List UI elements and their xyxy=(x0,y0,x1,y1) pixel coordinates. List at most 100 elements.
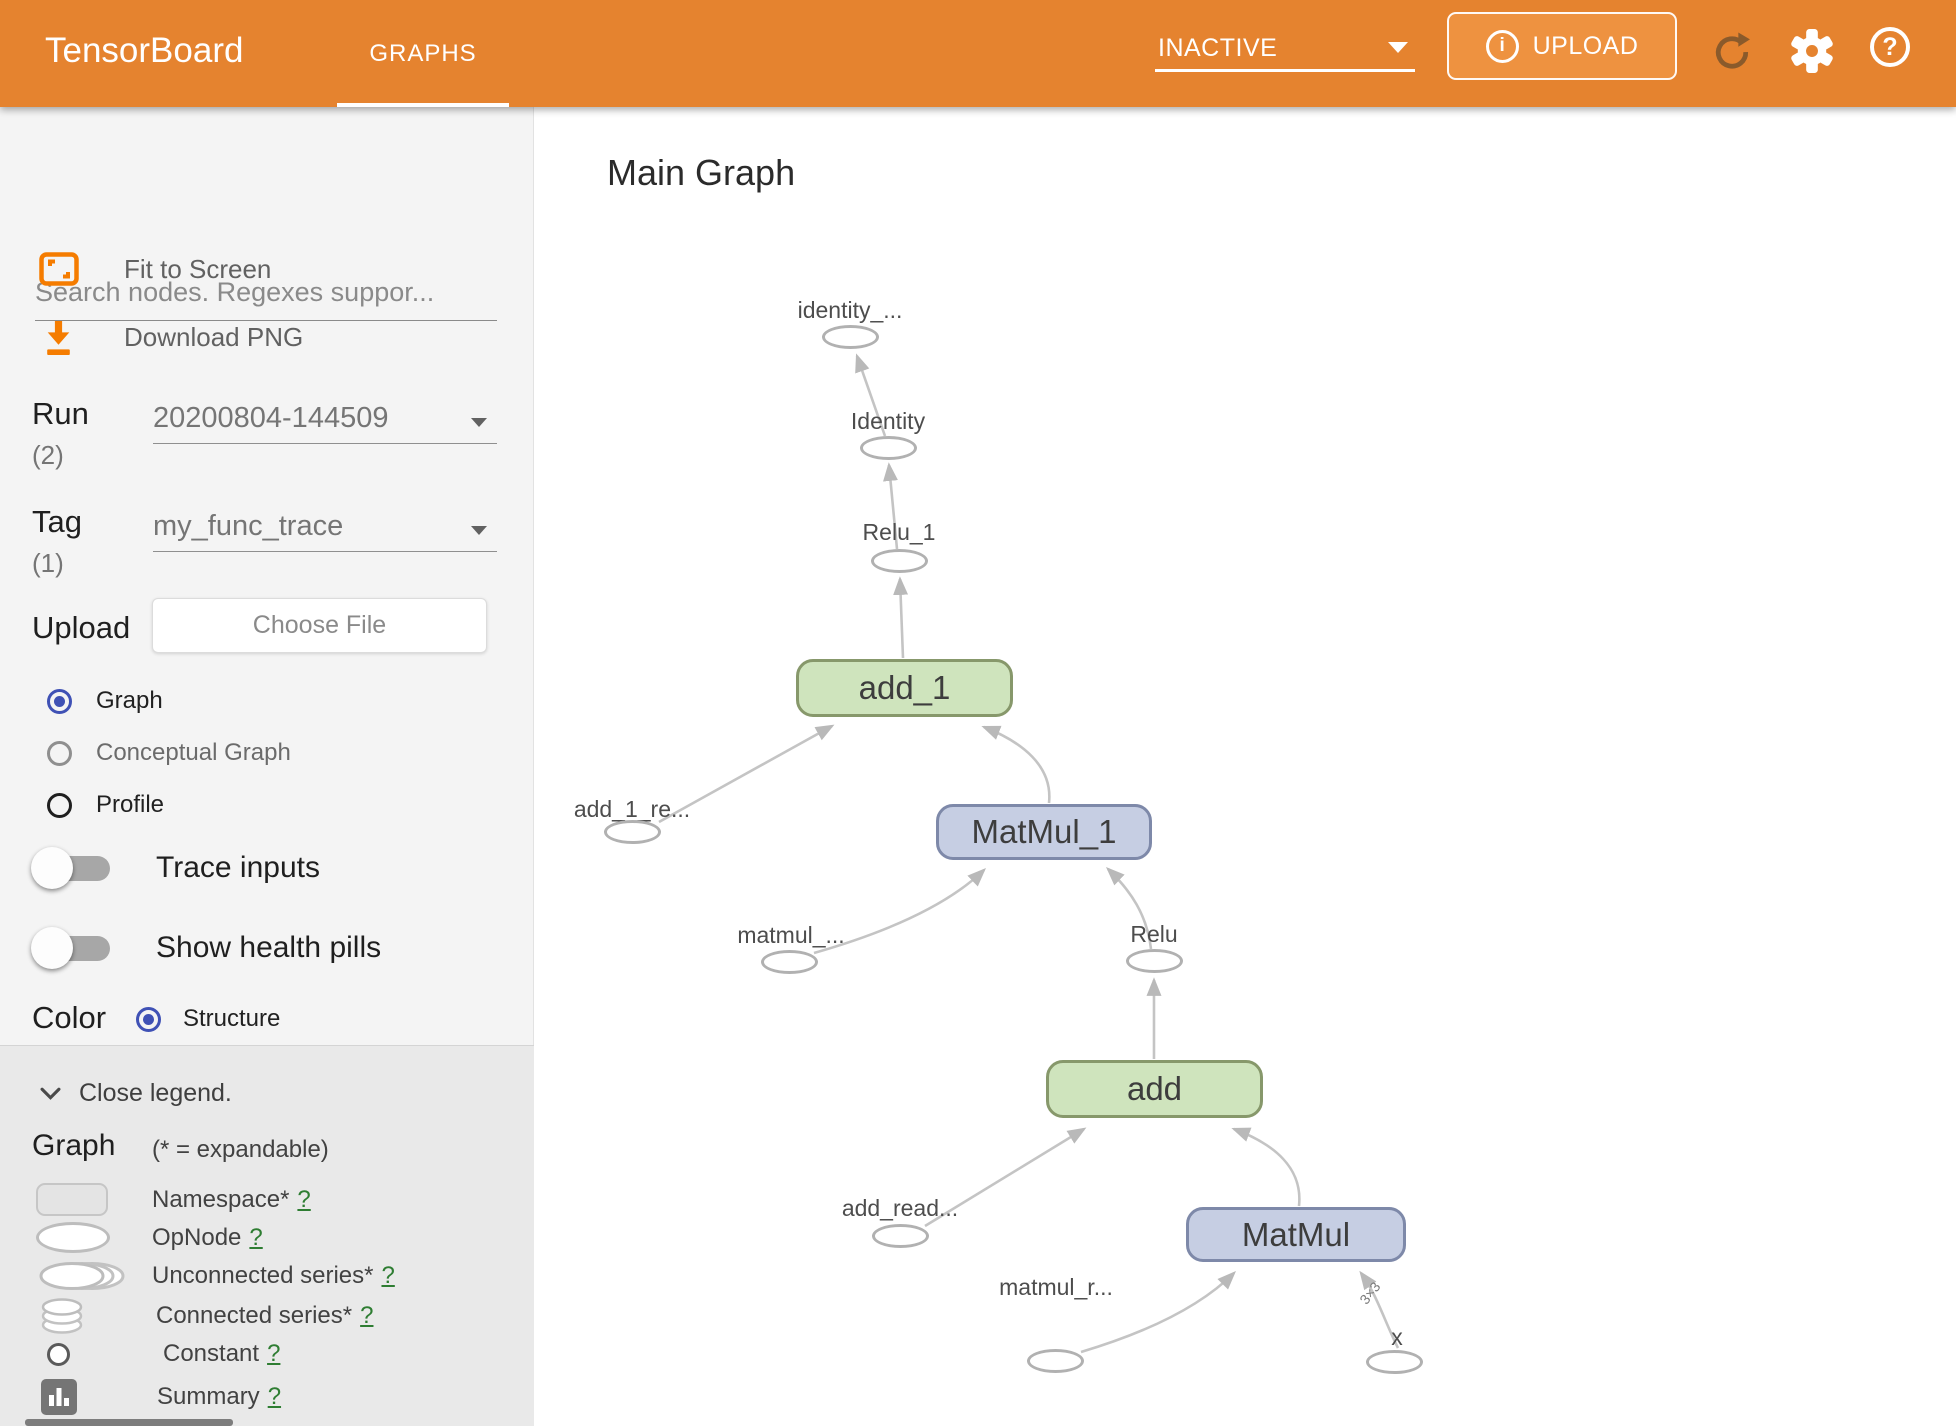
node-label: matmul_r... xyxy=(999,1274,1113,1300)
run-label: Run xyxy=(32,396,89,431)
download-icon xyxy=(47,321,70,355)
refresh-icon-glyph xyxy=(1715,32,1750,69)
help-link[interactable]: ? xyxy=(267,1340,281,1367)
node-label: x xyxy=(1391,1324,1403,1350)
node-label: add_1_re... xyxy=(573,796,691,822)
download-png-button[interactable]: Download PNG xyxy=(43,319,303,356)
legend-item-constant: Constant ? xyxy=(36,1340,516,1368)
app-header: TensorBoard GRAPHS INACTIVE i UPLOAD xyxy=(0,0,1956,107)
tag-dropdown-underline xyxy=(153,551,497,552)
close-legend-button[interactable]: Close legend. xyxy=(40,1079,232,1108)
trace-inputs-toggle[interactable]: Trace inputs xyxy=(31,847,320,889)
help-link[interactable]: ? xyxy=(381,1262,395,1289)
sidebar: Fit to Screen Download PNG Run (2) 20200… xyxy=(0,107,534,1426)
radio-unselected-icon xyxy=(47,740,72,766)
tab-graphs-label: GRAPHS xyxy=(369,39,477,67)
legend-heading: Graph xyxy=(32,1129,116,1162)
opnode-identity-out[interactable] xyxy=(822,325,879,349)
download-png-label: Download PNG xyxy=(124,322,304,352)
toggle-off-icon xyxy=(31,847,143,889)
opnode-identity[interactable] xyxy=(860,436,917,460)
upload-label: Upload xyxy=(32,610,131,645)
color-label: Color xyxy=(32,1000,107,1035)
help-icon[interactable]: ? xyxy=(1870,27,1910,67)
info-icon: i xyxy=(1485,29,1519,63)
chevron-down-icon xyxy=(1388,42,1408,53)
upload-button-label: UPLOAD xyxy=(1532,31,1639,60)
help-link[interactable]: ? xyxy=(249,1223,263,1251)
help-link[interactable]: ? xyxy=(297,1185,311,1213)
tag-count: (1) xyxy=(32,548,64,578)
status-dropdown-value: INACTIVE xyxy=(1158,34,1278,62)
radio-unselected-icon xyxy=(47,792,72,818)
help-link[interactable]: ? xyxy=(267,1383,282,1410)
opnode-matmul-read-2[interactable] xyxy=(1027,1349,1084,1373)
node-label: Relu xyxy=(1130,921,1178,947)
legend-item-opnode: OpNode ? xyxy=(36,1222,516,1253)
radio-graph[interactable]: Graph xyxy=(47,687,163,715)
choose-file-label: Choose File xyxy=(252,611,387,639)
upload-button[interactable]: i UPLOAD xyxy=(1447,12,1677,80)
group-node-add-1[interactable]: add_1 xyxy=(796,659,1013,717)
color-structure-radio[interactable]: Structure xyxy=(136,1005,280,1033)
opnode-add-read[interactable] xyxy=(872,1224,929,1248)
group-node-add[interactable]: add xyxy=(1046,1060,1263,1118)
opnode-add-1-read[interactable] xyxy=(604,820,661,844)
run-dropdown-underline xyxy=(153,443,497,444)
legend-item-summary: Summary ? xyxy=(36,1379,516,1415)
chevron-down-icon xyxy=(471,526,487,535)
radio-conceptual-graph[interactable]: Conceptual Graph xyxy=(47,739,291,767)
page-title: Main Graph xyxy=(607,152,796,193)
radio-graph-label: Graph xyxy=(96,687,163,714)
health-pills-label: Show health pills xyxy=(156,931,382,964)
connected-series-icon xyxy=(41,1298,83,1334)
tab-graphs[interactable]: GRAPHS xyxy=(337,0,509,107)
opnode-relu-1[interactable] xyxy=(871,549,928,573)
status-dropdown-underline xyxy=(1155,69,1415,72)
node-label: add_read... xyxy=(841,1195,959,1221)
show-health-pills-toggle[interactable]: Show health pills xyxy=(31,927,381,969)
radio-selected-icon xyxy=(136,1006,161,1032)
search-input[interactable] xyxy=(35,277,497,321)
refresh-icon[interactable] xyxy=(1713,32,1751,70)
legend-expandable-note: (* = expandable) xyxy=(152,1136,329,1163)
app-title: TensorBoard xyxy=(45,31,244,70)
opnode-relu[interactable] xyxy=(1126,949,1183,973)
color-structure-label: Structure xyxy=(183,1005,281,1032)
toggle-off-icon xyxy=(31,927,143,969)
run-count: (2) xyxy=(32,440,64,470)
trace-inputs-label: Trace inputs xyxy=(156,851,320,884)
summary-icon xyxy=(41,1379,77,1415)
tag-dropdown-value: my_func_trace xyxy=(153,510,344,542)
help-link[interactable]: ? xyxy=(360,1302,374,1329)
horizontal-scrollbar-thumb[interactable] xyxy=(25,1419,233,1426)
tag-label: Tag xyxy=(32,504,82,539)
node-label: identity_... xyxy=(797,297,903,323)
legend-item-unconnected-series: Unconnected series* ? xyxy=(36,1260,516,1292)
radio-profile[interactable]: Profile xyxy=(47,791,164,819)
node-label: Identity xyxy=(850,408,926,434)
radio-conceptual-label: Conceptual Graph xyxy=(96,739,291,766)
opnode-matmul-read[interactable] xyxy=(761,950,818,974)
help-icon-glyph: ? xyxy=(1870,27,1910,67)
node-label: Relu_1 xyxy=(862,519,936,545)
unconnected-series-icon xyxy=(39,1262,125,1290)
gear-icon-glyph xyxy=(1791,29,1833,73)
opnode-x[interactable] xyxy=(1366,1350,1423,1374)
group-node-matmul-1[interactable]: MatMul_1 xyxy=(936,804,1152,860)
radio-profile-label: Profile xyxy=(96,791,165,818)
run-dropdown-value: 20200804-144509 xyxy=(153,402,389,434)
gear-icon[interactable] xyxy=(1790,28,1834,74)
choose-file-button[interactable]: Choose File xyxy=(152,598,487,653)
status-dropdown[interactable]: INACTIVE xyxy=(1155,0,1417,107)
node-label: matmul_... xyxy=(737,922,845,948)
legend-item-namespace: Namespace* ? xyxy=(36,1183,516,1216)
graph-canvas: Main Graph ide xyxy=(534,107,1956,1426)
fit-to-screen-button[interactable]: Fit to Screen xyxy=(39,252,271,286)
opnode-icon xyxy=(36,1222,110,1253)
namespace-icon xyxy=(36,1183,108,1216)
chevron-down-icon xyxy=(40,1087,61,1100)
tab-active-underline xyxy=(337,103,509,107)
group-node-matmul[interactable]: MatMul xyxy=(1186,1207,1406,1262)
